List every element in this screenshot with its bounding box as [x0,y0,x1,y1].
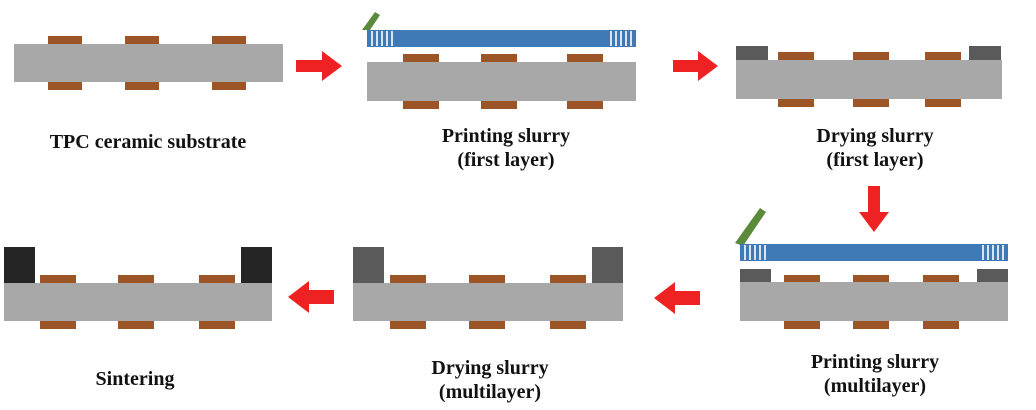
squeegee-icon [735,208,766,246]
copper-pad [784,275,820,283]
step-sintering [4,247,272,329]
copper-pad [199,321,235,329]
arrow-left-icon [288,281,334,313]
copper-pad [125,82,159,90]
ceramic-substrate [740,282,1008,321]
copper-pad [853,275,889,283]
arrow-down-icon [859,186,889,232]
step-label-line: (first layer) [457,149,555,171]
copper-pad [853,99,889,107]
step-label-tpc: TPC ceramic substrate [0,130,296,154]
dried-slurry-block [353,247,384,283]
copper-pad [550,275,586,283]
printing-screen [367,30,636,47]
copper-pad [48,36,82,44]
step-label-line: Drying slurry [816,125,934,147]
copper-pad [923,275,959,283]
copper-pad [567,54,603,62]
step-label-print-first: Printing slurry (first layer) [376,124,636,172]
dried-slurry-block [977,269,1008,282]
copper-pad [469,275,505,283]
step-label-line: Printing slurry [810,351,940,373]
copper-pad [212,36,246,44]
copper-pad [212,82,246,90]
step-label-print-multi: Printing slurry (multilayer) [745,350,1005,398]
step-tpc-substrate [14,36,283,90]
step-label-line: (first layer) [826,149,924,171]
copper-pad [923,321,959,329]
step-label-line: Drying slurry [431,357,549,379]
copper-pad [778,99,814,107]
copper-pad [118,321,154,329]
copper-pad [125,36,159,44]
copper-pad [550,321,586,329]
arrow-right-icon [673,51,718,81]
copper-pad [778,52,814,60]
ceramic-substrate [736,60,1002,99]
copper-pad [853,52,889,60]
step-drying-multilayer [353,247,623,329]
sintered-slurry-block [241,247,272,283]
dried-slurry-block [969,46,1001,60]
step-printing-first-layer [362,12,636,109]
step-label-line: (multilayer) [823,375,927,397]
ceramic-substrate [4,283,272,321]
copper-pad [481,54,517,62]
step-drying-first-layer [736,46,1002,107]
step-printing-multilayer [735,208,1008,329]
ceramic-substrate [367,62,636,101]
copper-pad [481,101,517,109]
step-label-line: Printing slurry [441,125,571,147]
sintered-slurry-block [4,247,35,283]
copper-pad [390,275,426,283]
copper-pad [403,54,439,62]
copper-pad [118,275,154,283]
dried-slurry-block [592,247,623,283]
copper-pad [925,52,961,60]
step-label-dry-first: Drying slurry (first layer) [745,124,1005,172]
step-label-dry-multi: Drying slurry (multilayer) [360,356,620,404]
copper-pad [40,275,76,283]
dried-slurry-block [736,46,768,60]
ceramic-substrate [353,283,623,321]
step-label-line: Sintering [95,368,175,390]
copper-pad [390,321,426,329]
copper-pad [567,101,603,109]
step-label-line: (multilayer) [438,381,542,403]
copper-pad [784,321,820,329]
copper-pad [40,321,76,329]
squeegee-icon [362,12,380,30]
copper-pad [48,82,82,90]
arrow-left-icon [654,282,700,314]
arrow-right-icon [296,51,342,81]
copper-pad [199,275,235,283]
ceramic-substrate [14,44,283,82]
step-label-line: TPC ceramic substrate [49,131,247,153]
copper-pad [925,99,961,107]
copper-pad [853,321,889,329]
dried-slurry-block [740,269,771,282]
step-label-sintering: Sintering [40,367,230,391]
copper-pad [403,101,439,109]
printing-screen [740,244,1008,261]
copper-pad [469,321,505,329]
